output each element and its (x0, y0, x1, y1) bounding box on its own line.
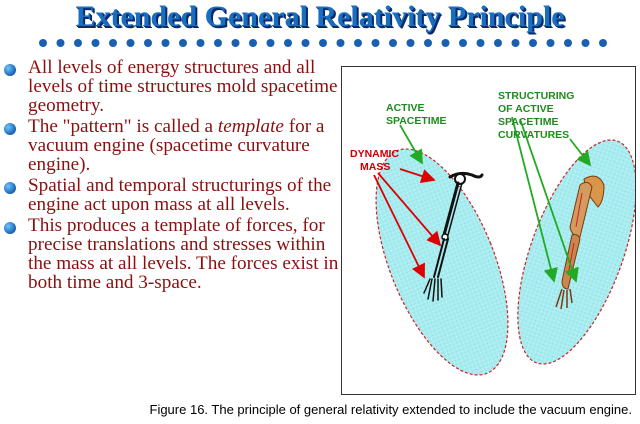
label-structuring-line2: OF ACTIVE (498, 103, 554, 115)
divider-dot-icon (301, 39, 310, 47)
divider-dot-icon (56, 39, 65, 47)
bullet-text: Spatial and temporal structurings of the… (28, 175, 332, 215)
divider-dot-icon (266, 39, 275, 47)
divider-dot-icon (494, 39, 502, 47)
figure-diagram: ACTIVE SPACETIME DYNAMIC MASS STRUCTURIN… (350, 90, 637, 376)
divider-dot-icon (214, 39, 222, 47)
bullet-list: All levels of energy structures and all … (4, 58, 340, 294)
divider-dot-icon (179, 39, 187, 47)
label-structuring-line1: STRUCTURING (498, 90, 574, 102)
bullet-text: The "pattern" is called a template for a… (28, 117, 340, 174)
divider-dot-icon (144, 39, 152, 47)
divider-dot-icon (74, 39, 82, 47)
divider-dot-icon (424, 39, 432, 47)
divider-dot-icon (389, 39, 397, 47)
figure-panel: ACTIVE SPACETIME DYNAMIC MASS STRUCTURIN… (341, 66, 637, 395)
label-active-line2: SPACETIME (386, 115, 446, 127)
divider-dot-icon (91, 39, 100, 47)
divider-dot-icon (319, 39, 327, 47)
divider-dot-icon (459, 39, 467, 47)
bullet-item: All levels of energy structures and all … (4, 58, 340, 115)
bullet-dot-icon (4, 64, 16, 76)
dynamic-mass-arrows (373, 168, 442, 279)
divider-dot-icon (126, 39, 135, 47)
divider-dot-icon (371, 39, 380, 47)
divider-dot-icon (406, 39, 415, 47)
bullet-item: This produces a template of forces, for … (4, 216, 340, 292)
slide-title: Extended General Relativity Principle (75, 0, 565, 33)
divider-dot-icon (581, 39, 590, 47)
label-structuring-line4: CURVATURES (498, 129, 569, 141)
divider-dot-icon (284, 39, 292, 47)
divider-dot-icon (354, 39, 362, 47)
label-structuring-line3: SPACETIME (498, 116, 558, 128)
divider-dot-icon (109, 39, 117, 47)
divider-dot-icon (249, 39, 257, 47)
divider-dot-icon (476, 39, 485, 47)
bullet-item: The "pattern" is called a template for a… (4, 117, 340, 174)
divider-dot-icon (564, 39, 572, 47)
bullet-text-post: for a vacuum engine (spacetime curvature… (28, 116, 325, 175)
label-dynamic-line1: DYNAMIC (350, 148, 399, 160)
divider-dot-icon (161, 39, 170, 47)
bullet-text: This produces a template of forces, for … (28, 215, 339, 293)
spacetime-region-right (517, 139, 637, 365)
title-dot-divider (39, 39, 607, 47)
bullet-item: Spatial and temporal structurings of the… (4, 176, 340, 214)
divider-dot-icon (231, 39, 240, 47)
divider-dot-icon (336, 39, 345, 47)
bullet-dot-icon (4, 123, 16, 135)
bullet-dot-icon (4, 222, 16, 234)
bullet-text-emphasis: template (217, 116, 284, 137)
divider-dot-icon (196, 39, 205, 47)
figure-caption: Figure 16. The principle of general rela… (149, 402, 633, 417)
divider-dot-icon (529, 39, 537, 47)
divider-dot-icon (546, 39, 555, 47)
divider-dot-icon (441, 39, 450, 47)
label-dynamic-line2: MASS (360, 161, 390, 173)
active-spacetime-arrows (399, 116, 592, 283)
bullet-text: All levels of energy structures and all … (28, 57, 338, 116)
skeleton-arm-illustration (423, 171, 484, 302)
divider-dot-icon (511, 39, 520, 47)
bullet-text-pre: The "pattern" is called a (28, 116, 218, 137)
bullet-dot-icon (4, 182, 16, 194)
divider-dot-icon (599, 39, 607, 47)
label-active-line1: ACTIVE (386, 102, 425, 114)
divider-dot-icon (39, 39, 47, 47)
